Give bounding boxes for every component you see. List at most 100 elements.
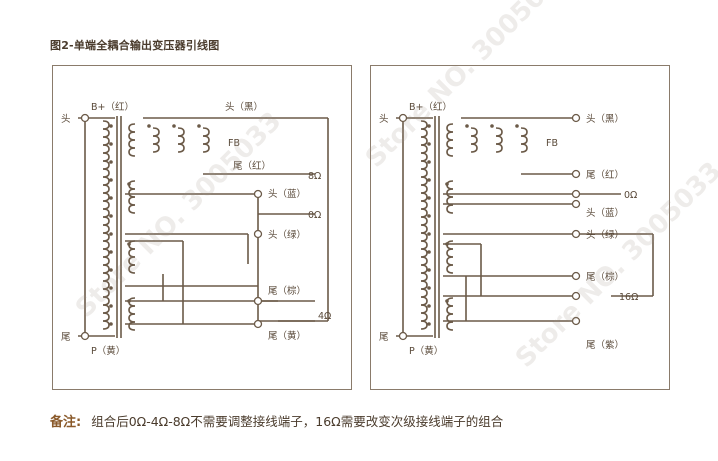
coil-segment [102,152,110,162]
terminal [571,271,581,281]
label-head-blue: 头（蓝） [586,207,624,219]
coil-segment [102,264,110,274]
terminal [571,229,581,239]
coil-segment [420,216,428,226]
coil-segment [102,208,110,218]
polarity-dot [109,250,113,254]
coil-segment [470,127,478,137]
label-tail-brown: 尾（棕） [586,271,624,283]
coil-segment [420,152,428,162]
coil-segment [446,204,454,214]
coil-segment [128,204,136,214]
terminal [571,189,581,199]
coil-segment [520,135,528,145]
coil-segment [128,313,136,323]
coil-segment [420,280,428,290]
coil-segment [102,272,110,282]
coil-segment [446,256,454,266]
left-terminals [80,113,263,341]
terminal [571,199,581,209]
terminal [571,113,581,123]
polarity-dot [172,124,176,128]
polarity-dot [427,124,431,128]
right-wiring-diagram: B+（红） 头 尾 P（黄） 头（黑） FB 尾（红） 0Ω 头（蓝） 头（绿）… [370,65,670,390]
coil-segment [102,120,110,130]
coil-segment [102,128,110,138]
polarity-dot [109,286,113,290]
terminal [398,113,408,123]
coil-segment [102,184,110,194]
polarity-dot [147,124,151,128]
coil-segment [495,135,503,145]
coil-segment [420,128,428,138]
polarity-dot [427,160,431,164]
coil-segment [102,240,110,250]
coil-segment [102,136,110,146]
terminal [253,296,263,306]
polarity-dot [109,304,113,308]
coil-segment [470,143,478,153]
label-p-yellow: P（黄） [91,345,125,357]
coil-segment [102,176,110,186]
coil-segment [128,123,136,133]
coil-segment [420,200,428,210]
coil-segment [102,304,110,314]
terminal [80,331,90,341]
coil-segment [102,224,110,234]
coil-segment [420,208,428,218]
coil-segment [128,139,136,149]
coil-segment [446,123,454,133]
polarity-dot [427,286,431,290]
label-tail: 尾 [61,332,71,343]
polarity-dot [427,214,431,218]
coil-segment [446,321,454,331]
coil-segment [102,288,110,298]
label-head: 头 [379,113,389,125]
coil-segment [446,248,454,258]
label-head-blue: 头（蓝） [268,188,306,200]
label-tail: 尾 [379,332,389,343]
terminal [253,319,263,329]
label-head-black: 头（黑） [225,101,263,113]
polarity-dot [109,142,113,146]
footnote-label: 备注: [50,415,82,430]
label-8-ohm: 8Ω [308,171,321,182]
label-0-ohm: 0Ω [308,210,321,221]
footnote: 备注:组合后0Ω-4Ω-8Ω不需要调整接线端子，16Ω需要改变次级接线端子的组合 [50,411,503,430]
right-terminals [398,113,581,341]
page-title: 图2-单端全耦合输出变压器引线图 [50,39,220,52]
label-tail-yellow: 尾（黄） [268,330,306,342]
coil-segment [420,168,428,178]
polarity-dot [127,182,131,186]
right-diagram-svg: B+（红） 头 尾 P（黄） 头（黑） FB 尾（红） 0Ω 头（蓝） 头（绿）… [379,101,654,357]
coil-segment [470,135,478,145]
label-0-ohm: 0Ω [624,190,637,201]
coil-segment [420,304,428,314]
coil-segment [420,232,428,242]
coil-segment [102,296,110,306]
coil-segment [420,120,428,130]
coil-segment [128,256,136,266]
terminal [253,189,263,199]
coil-segment [102,312,110,322]
coil-segment [152,127,160,137]
coil-segment [420,144,428,154]
polarity-dot [109,268,113,272]
polarity-dot [427,142,431,146]
label-head-green: 头（绿） [268,229,306,241]
polarity-dot [490,124,494,128]
terminal [253,229,263,239]
polarity-dot [515,124,519,128]
coil-segment [102,280,110,290]
coil-segment [177,143,185,153]
label-fb: FB [546,138,558,149]
terminal [571,316,581,326]
polarity-dot [127,242,131,246]
coil-segment [102,192,110,202]
coil-segment [152,143,160,153]
polarity-dot [427,178,431,182]
coil-segment [128,248,136,258]
label-head-green: 头（绿） [586,229,624,241]
terminal [571,169,581,179]
coil-segment [202,135,210,145]
